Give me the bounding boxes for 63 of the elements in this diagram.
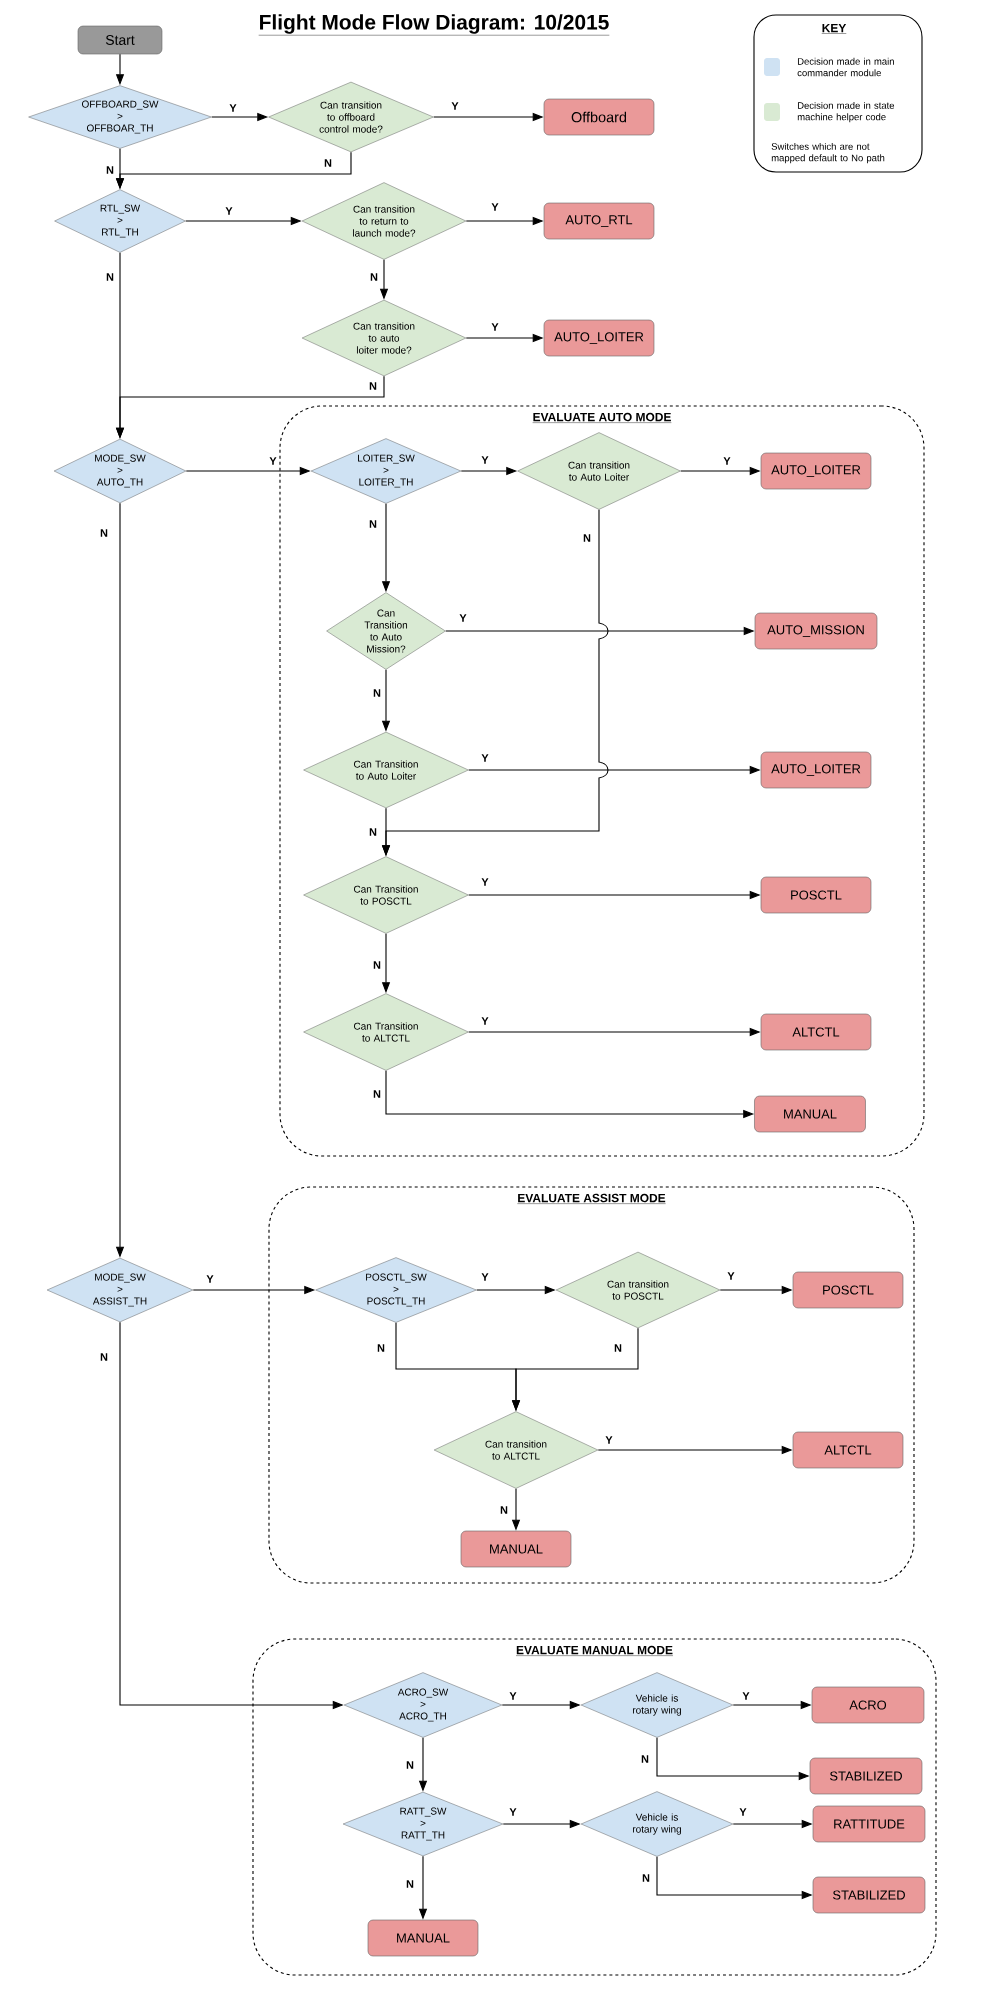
mode-box: POSCTL — [792, 1271, 904, 1309]
edge-label: Y — [490, 202, 500, 212]
mode-box: AUTO_RTL — [543, 202, 655, 240]
mode-box: RATTITUDE — [812, 1805, 926, 1843]
mode-box: Offboard — [543, 98, 655, 136]
mode-box: POSCTL — [760, 876, 872, 914]
edge-label: Y — [480, 455, 490, 465]
edge-label: N — [582, 533, 592, 543]
mode-box: AUTO_LOITER — [760, 751, 872, 789]
legend-label: Decision made in main commander module — [797, 57, 894, 77]
legend-label: Decision made in state machine helper code — [797, 101, 895, 123]
edge-label: N — [368, 519, 378, 529]
edge-label: N — [405, 1879, 415, 1889]
edge-label: Y — [741, 1691, 751, 1701]
legend-heading: KEY — [821, 23, 847, 34]
edge-label: N — [99, 1352, 109, 1362]
edge-label: Y — [268, 456, 278, 466]
edge-label: Y — [480, 877, 490, 887]
title: Flight Mode Flow Diagram: 10/2015 — [258, 14, 610, 36]
mode-box: AUTO_LOITER — [543, 319, 655, 357]
edge-label: N — [99, 528, 109, 538]
edge-label: N — [372, 960, 382, 970]
mode-box: ACRO — [811, 1686, 925, 1724]
edge-label: N — [613, 1343, 623, 1353]
edge-label: Y — [480, 753, 490, 763]
edge-label: Y — [490, 322, 500, 332]
mode-box: STABILIZED — [809, 1757, 923, 1795]
edge-label: Y — [508, 1691, 518, 1701]
edge-label: Y — [224, 206, 234, 216]
mode-box: MANUAL — [754, 1095, 866, 1133]
edge-label: Y — [604, 1435, 614, 1445]
edge-label: Y — [726, 1271, 736, 1281]
edge-label: Y — [480, 1016, 490, 1026]
mode-box: MANUAL — [367, 1919, 479, 1957]
edge-label: Y — [508, 1807, 518, 1817]
edge-label: N — [641, 1873, 651, 1883]
mode-box: AUTO_MISSION — [754, 612, 878, 650]
edge-label: N — [376, 1343, 386, 1353]
edge-label: Y — [205, 1274, 215, 1284]
edge-label: N — [405, 1760, 415, 1770]
edge-label: N — [499, 1505, 509, 1515]
mode-box: AUTO_LOITER — [760, 452, 872, 490]
edge-label: Y — [480, 1272, 490, 1282]
edge-label: Y — [722, 456, 732, 466]
mode-box: ALTCTL — [760, 1013, 872, 1051]
edge-label: Y — [458, 613, 468, 623]
mode-box: ALTCTL — [792, 1431, 904, 1469]
edge-label: Y — [228, 103, 238, 113]
edge-label: N — [372, 688, 382, 698]
start-box: Start — [77, 25, 163, 55]
edge-label: N — [105, 165, 115, 175]
edge-label: N — [640, 1754, 650, 1764]
note: Switches which are not mapped default to No path — [771, 142, 885, 164]
edge-label: N — [368, 381, 378, 391]
edge-label: Y — [450, 101, 460, 111]
mode-box: MANUAL — [460, 1530, 572, 1568]
mode-box: STABILIZED — [812, 1876, 926, 1914]
edge-label: N — [372, 1089, 382, 1099]
edge-label: N — [368, 827, 378, 837]
edge-label: N — [369, 272, 379, 282]
edge-label: N — [105, 272, 115, 282]
edge-label: Y — [738, 1807, 748, 1817]
edge-label: N — [323, 158, 333, 168]
